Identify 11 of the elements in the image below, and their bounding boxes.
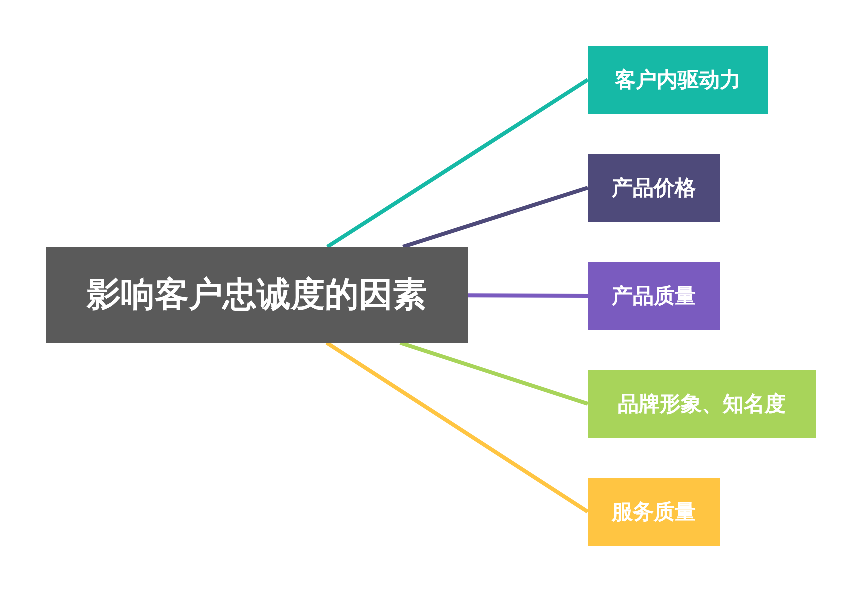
title-box: 影响客户忠诚度的因素 [46,247,468,343]
factor-box: 产品质量 [588,262,720,330]
factor-box: 品牌形象、知名度 [588,370,816,438]
connector-line [468,294,588,298]
connector-line [402,186,589,249]
connector-line [326,341,590,514]
connector-line [400,341,589,406]
factor-box: 产品价格 [588,154,720,222]
factor-box: 客户内驱动力 [588,46,768,114]
factor-box: 服务质量 [588,478,720,546]
connector-line [326,78,590,249]
